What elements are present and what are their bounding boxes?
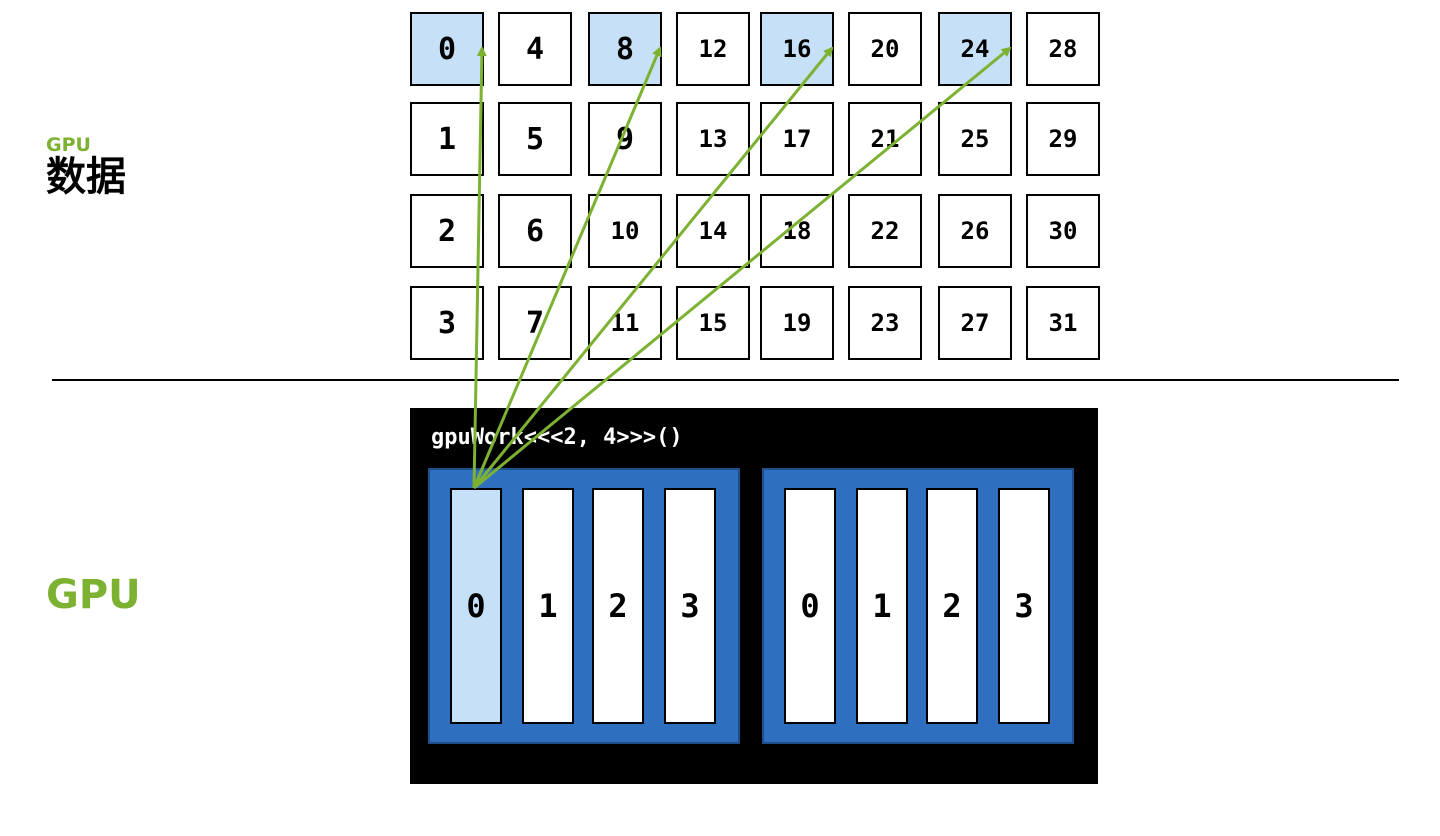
- thread-cell: 3: [998, 488, 1050, 724]
- access-arrow: [473, 46, 1012, 490]
- data-cell: 3: [410, 286, 484, 360]
- data-cell: 28: [1026, 12, 1100, 86]
- access-arrow: [472, 46, 487, 489]
- data-cell: 11: [588, 286, 662, 360]
- data-cell: 2: [410, 194, 484, 268]
- data-cell: 14: [676, 194, 750, 268]
- thread-cell: 2: [592, 488, 644, 724]
- thread-cell: 0: [450, 488, 502, 724]
- data-cell: 15: [676, 286, 750, 360]
- data-cell: 31: [1026, 286, 1100, 360]
- data-cell: 4: [498, 12, 572, 86]
- data-cell: 22: [848, 194, 922, 268]
- data-cell: 10: [588, 194, 662, 268]
- data-cell: 23: [848, 286, 922, 360]
- data-cell: 26: [938, 194, 1012, 268]
- data-cell: 7: [498, 286, 572, 360]
- gpu-side-label: GPU: [46, 572, 141, 618]
- thread-cell: 1: [856, 488, 908, 724]
- data-cell: 6: [498, 194, 572, 268]
- data-cell: 29: [1026, 102, 1100, 176]
- data-cell: 27: [938, 286, 1012, 360]
- data-side-label-small: GPU: [46, 134, 91, 156]
- data-cell: 17: [760, 102, 834, 176]
- thread-cell: 0: [784, 488, 836, 724]
- data-cell: 9: [588, 102, 662, 176]
- data-side-label: 数据: [46, 154, 126, 200]
- data-cell: 12: [676, 12, 750, 86]
- data-cell: 25: [938, 102, 1012, 176]
- thread-cell: 1: [522, 488, 574, 724]
- data-cell: 5: [498, 102, 572, 176]
- data-cell: 30: [1026, 194, 1100, 268]
- access-arrow: [472, 46, 662, 489]
- data-cell: 1: [410, 102, 484, 176]
- section-divider: [52, 379, 1399, 381]
- data-cell: 20: [848, 12, 922, 86]
- thread-cell: 2: [926, 488, 978, 724]
- data-cell: 24: [938, 12, 1012, 86]
- kernel-launch-text: gpuWork<<<2, 4>>>(): [431, 425, 683, 450]
- data-cell: 19: [760, 286, 834, 360]
- thread-cell: 3: [664, 488, 716, 724]
- data-cell: 21: [848, 102, 922, 176]
- access-arrow: [472, 46, 834, 489]
